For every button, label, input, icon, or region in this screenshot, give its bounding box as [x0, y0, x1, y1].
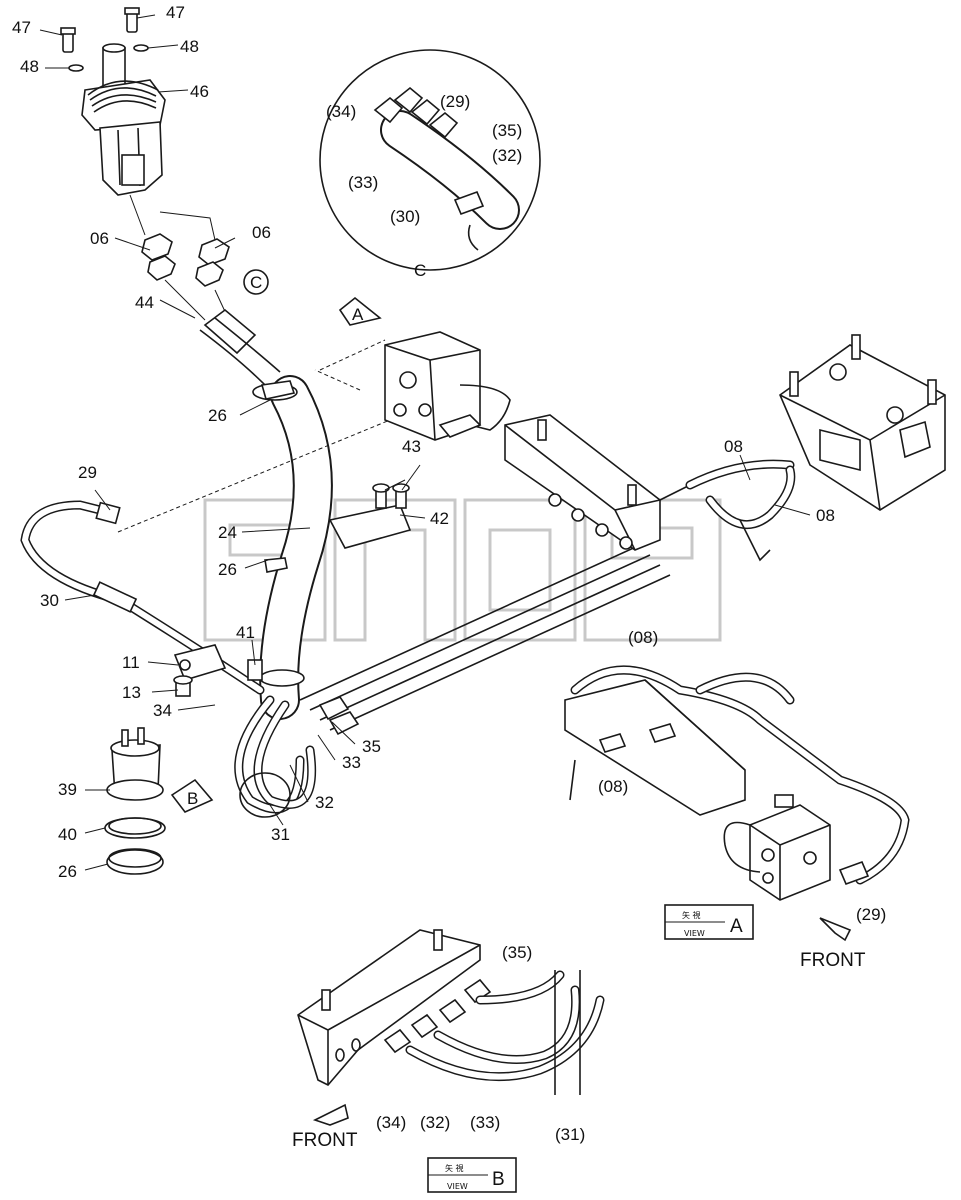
label-34: 34 [153, 701, 172, 720]
label-front-a: FRONT [800, 950, 866, 971]
view-b-detail [297, 929, 605, 1193]
view-a-detail [564, 665, 910, 942]
main-hose-bundle [20, 308, 671, 818]
label-front-b: FRONT [292, 1130, 358, 1151]
callout-labels: 47 47 48 48 46 06 06 44 C A 26 43 42 29 … [12, 3, 886, 1191]
label-c-35: (35) [492, 121, 522, 140]
label-24: 24 [218, 523, 237, 542]
label-c-29: (29) [440, 92, 470, 111]
label-06a: 06 [90, 229, 109, 248]
label-41: 41 [236, 623, 255, 642]
label-35: 35 [362, 737, 381, 756]
rotary-joint-assembly [60, 7, 230, 321]
label-a-29: (29) [856, 905, 886, 924]
label-48a: 48 [20, 57, 39, 76]
detail-c [319, 49, 541, 271]
label-43: 43 [402, 437, 421, 456]
view-a-letter: A [730, 916, 743, 937]
label-a-08b: (08) [598, 777, 628, 796]
label-26c: 26 [58, 862, 77, 881]
view-b-kanji: 矢 視 [445, 1163, 464, 1173]
swivel-cap-parts [104, 727, 166, 875]
label-44: 44 [135, 293, 154, 312]
label-42: 42 [430, 509, 449, 528]
label-29: 29 [78, 463, 97, 482]
label-view-a-arrow: A [352, 305, 364, 324]
label-b-32: (32) [420, 1113, 450, 1132]
view-b-view: VIEW [447, 1182, 468, 1191]
view-a-view: VIEW [684, 929, 705, 938]
label-33: 33 [342, 753, 361, 772]
label-a-08a: (08) [628, 628, 658, 647]
label-32: 32 [315, 793, 334, 812]
label-47a: 47 [12, 18, 31, 37]
label-c-30: (30) [390, 207, 420, 226]
label-view-b-arrow: B [187, 789, 198, 808]
pilot-valve-block [384, 331, 511, 441]
view-arrows [170, 296, 382, 813]
label-08b: 08 [816, 506, 835, 525]
label-b-35: (35) [502, 943, 532, 962]
label-48b: 48 [180, 37, 199, 56]
label-08a: 08 [724, 437, 743, 456]
label-31: 31 [271, 825, 290, 844]
label-26a: 26 [208, 406, 227, 425]
label-30: 30 [40, 591, 59, 610]
view-a-kanji: 矢 視 [682, 910, 701, 920]
label-46: 46 [190, 82, 209, 101]
label-c: C [250, 273, 262, 292]
label-c-34: (34) [326, 102, 356, 121]
leader-lines [39, 14, 811, 871]
circle-c-marker [243, 269, 269, 295]
label-47b: 47 [166, 3, 185, 22]
label-40: 40 [58, 825, 77, 844]
watermark-logo [203, 498, 722, 642]
label-11: 11 [122, 653, 140, 672]
label-26b: 26 [218, 560, 237, 579]
label-b-34: (34) [376, 1113, 406, 1132]
label-06b: 06 [252, 223, 271, 242]
label-c-title: C [414, 261, 426, 280]
label-b-31: (31) [555, 1125, 585, 1144]
label-c-33: (33) [348, 173, 378, 192]
right-valve-unit [685, 334, 946, 562]
label-39: 39 [58, 780, 77, 799]
label-13: 13 [122, 683, 141, 702]
label-b-33: (33) [470, 1113, 500, 1132]
label-c-32: (32) [492, 146, 522, 165]
view-b-letter: B [492, 1169, 505, 1190]
